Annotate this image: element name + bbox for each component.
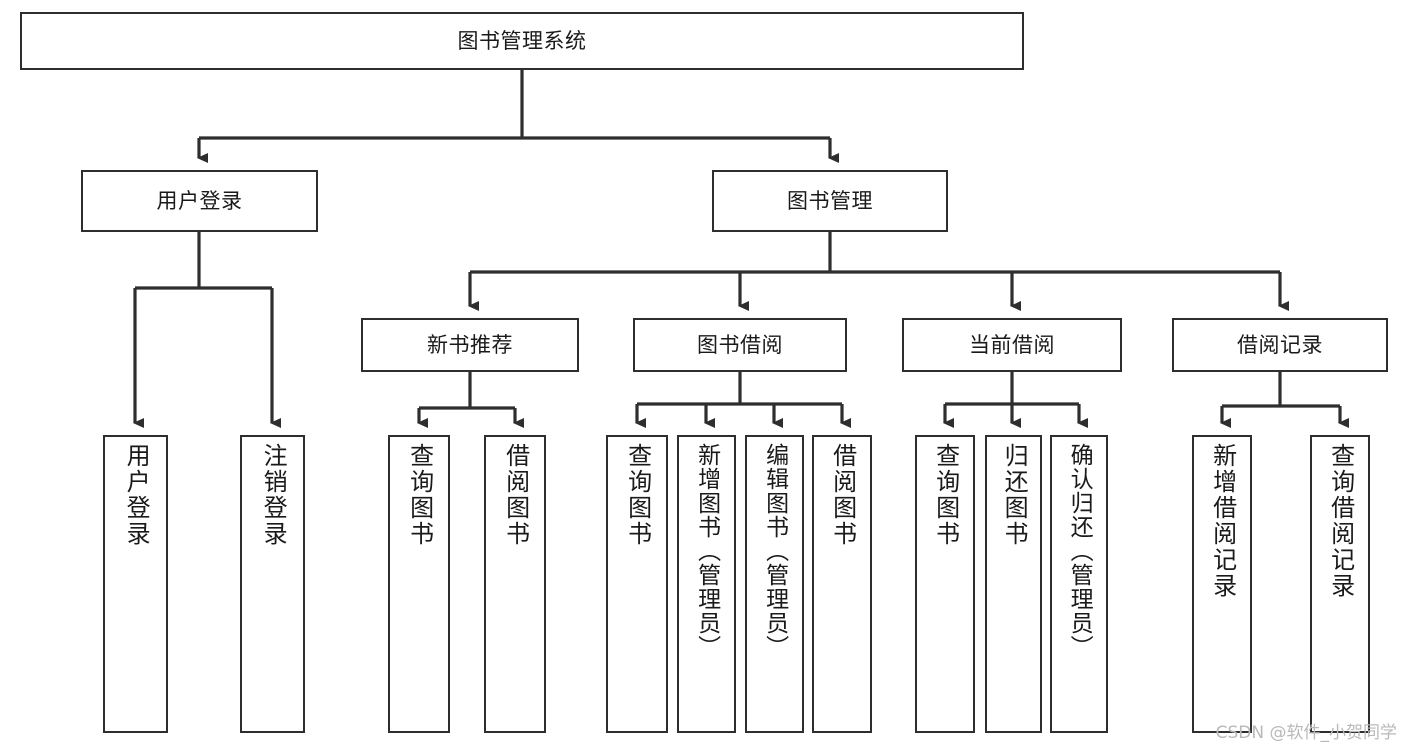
node-leaf-query-record-label: 查询借阅记录	[1326, 443, 1355, 599]
node-leaf-borrow-book-rec[interactable]: 借阅图书	[484, 435, 546, 733]
node-leaf-query-book-borrow-label: 查询图书	[623, 443, 652, 547]
node-leaf-user-login-label: 用户登录	[122, 443, 151, 547]
node-leaf-query-book-rec-label: 查询图书	[405, 443, 434, 547]
node-book-manage-label: 图书管理	[787, 188, 873, 213]
node-user-login-label: 用户登录	[156, 188, 243, 213]
node-new-book-rec-label: 新书推荐	[427, 332, 513, 357]
node-leaf-return-book-label: 归还图书	[1000, 443, 1029, 547]
node-leaf-add-book-label: 新增图书（管理员）	[693, 443, 720, 659]
node-current-borrow[interactable]: 当前借阅	[902, 318, 1122, 372]
node-leaf-user-logout[interactable]: 注销登录	[240, 435, 305, 733]
node-leaf-user-logout-label: 注销登录	[259, 443, 288, 547]
node-leaf-add-record-label: 新增借阅记录	[1208, 443, 1237, 599]
node-user-login[interactable]: 用户登录	[81, 170, 318, 232]
node-book-borrow-label: 图书借阅	[697, 332, 783, 357]
node-leaf-query-book-cur-label: 查询图书	[931, 443, 960, 547]
node-leaf-confirm-return[interactable]: 确认归还（管理员）	[1050, 435, 1108, 733]
node-leaf-borrow-book[interactable]: 借阅图书	[812, 435, 872, 733]
node-root[interactable]: 图书管理系统	[20, 12, 1024, 70]
node-leaf-borrow-book-rec-label: 借阅图书	[501, 443, 530, 547]
node-leaf-query-book-rec[interactable]: 查询图书	[388, 435, 450, 733]
node-leaf-confirm-return-label: 确认归还（管理员）	[1066, 443, 1093, 659]
node-leaf-query-record[interactable]: 查询借阅记录	[1310, 435, 1370, 733]
csdn-watermark: CSDN @软件_小贺同学	[1215, 723, 1397, 743]
node-borrow-record-label: 借阅记录	[1237, 332, 1323, 357]
node-new-book-rec[interactable]: 新书推荐	[361, 318, 579, 372]
node-book-borrow[interactable]: 图书借阅	[633, 318, 847, 372]
node-root-label: 图书管理系统	[457, 28, 587, 53]
node-leaf-add-record[interactable]: 新增借阅记录	[1192, 435, 1252, 733]
node-leaf-query-book-borrow[interactable]: 查询图书	[606, 435, 668, 733]
node-leaf-user-login[interactable]: 用户登录	[103, 435, 168, 733]
node-borrow-record[interactable]: 借阅记录	[1172, 318, 1388, 372]
node-leaf-add-book[interactable]: 新增图书（管理员）	[677, 435, 736, 733]
node-leaf-query-book-cur[interactable]: 查询图书	[915, 435, 975, 733]
node-current-borrow-label: 当前借阅	[969, 332, 1055, 357]
node-book-manage[interactable]: 图书管理	[712, 170, 948, 232]
node-leaf-edit-book[interactable]: 编辑图书（管理员）	[745, 435, 804, 733]
node-leaf-borrow-book-label: 借阅图书	[828, 443, 857, 547]
node-leaf-return-book[interactable]: 归还图书	[985, 435, 1042, 733]
node-leaf-edit-book-label: 编辑图书（管理员）	[761, 443, 788, 659]
